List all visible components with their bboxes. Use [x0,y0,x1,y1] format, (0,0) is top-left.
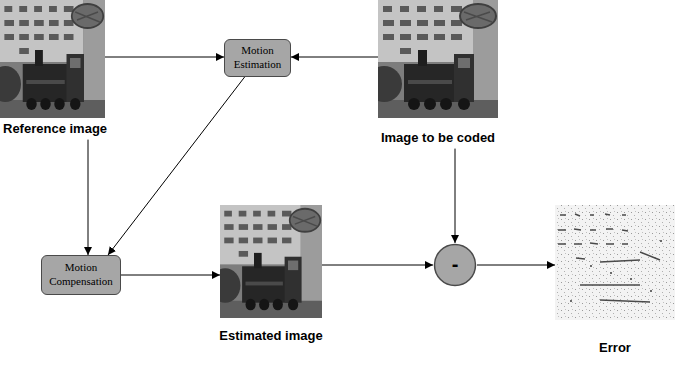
image-caption: Estimated image [219,328,322,344]
image-caption: Image to be coded [381,130,495,146]
subtract-circle: - [433,243,477,287]
flow-arrow [322,265,433,266]
flow-arrow [108,77,245,256]
process-box: Motion Estimation [224,39,291,77]
flow-arrow [477,265,555,266]
image-frame: Estimated image [220,205,322,318]
image-caption: Reference image [3,121,107,137]
box-label: Motion Compensation [45,261,117,289]
flow-arrow [121,275,220,276]
image-frame: Reference image [0,0,105,118]
box-label: Motion Estimation [228,44,287,72]
image-frame: Error [555,205,675,320]
flow-arrow [455,149,456,243]
coded-photo [366,0,498,118]
image-frame: Image to be coded [378,0,498,118]
estimated-photo [210,205,322,318]
image-caption: Error [599,340,631,356]
process-box: Motion Compensation [41,255,121,295]
flow-arrow [291,57,378,58]
operator-symbol: - [452,254,459,274]
reference-photo [0,0,105,118]
error-photo [555,205,675,320]
flow-arrow [88,140,89,255]
flow-arrow [105,57,224,58]
